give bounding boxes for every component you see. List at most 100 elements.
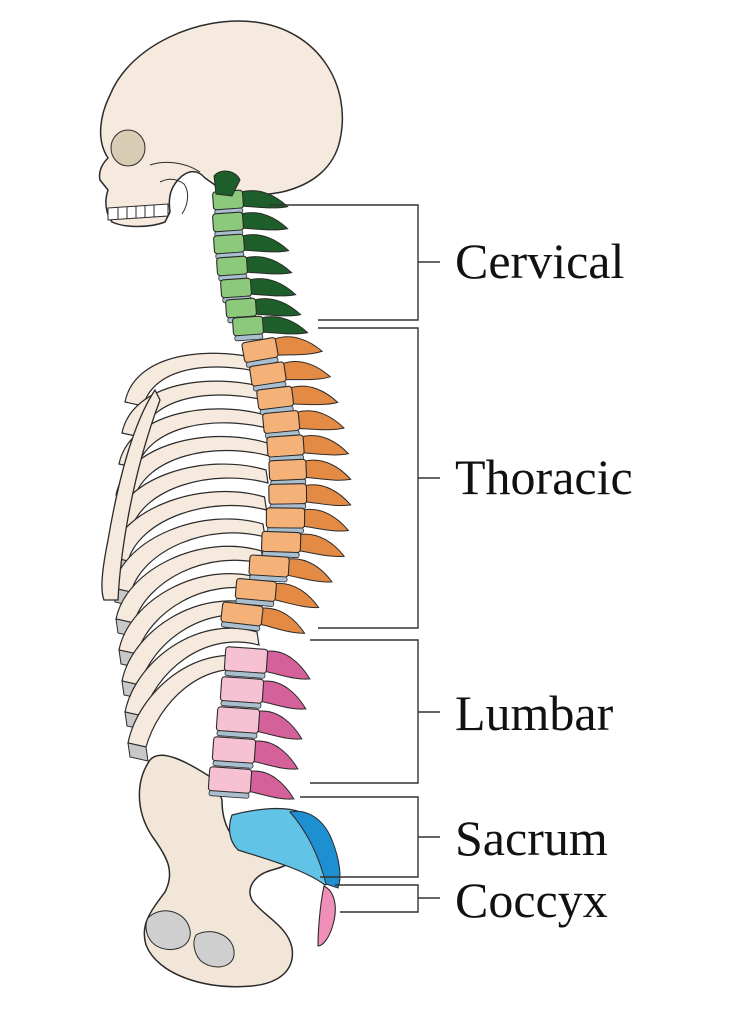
cervical-bracket: [270, 204, 440, 321]
intervertebral-disc: [220, 700, 262, 709]
intervertebral-disc: [216, 730, 258, 739]
vertebra: [260, 530, 346, 558]
vertebra: [216, 255, 293, 282]
teeth-lines: [117, 205, 155, 219]
spinous-process: [251, 740, 299, 770]
lumbar-label: Lumbar: [455, 685, 614, 741]
vertebra: [207, 766, 295, 800]
vertebra: [212, 189, 289, 216]
spinous-process: [243, 256, 293, 275]
intervertebral-disc: [212, 760, 254, 769]
cheekbone: [149, 161, 201, 173]
rib-cartilage: [127, 742, 149, 762]
vertebra: [215, 706, 303, 740]
spinous-process: [297, 533, 346, 558]
skull: [98, 20, 344, 228]
sternum: [101, 388, 161, 601]
vertebral-body: [268, 483, 308, 505]
vertebra: [213, 233, 290, 260]
spinous-process: [303, 484, 352, 507]
spinous-process: [272, 336, 324, 356]
intervertebral-disc: [220, 621, 261, 632]
vertebra: [248, 554, 333, 583]
vertebra: [268, 483, 352, 510]
spinous-process: [285, 558, 333, 583]
spinous-process: [239, 212, 289, 231]
vertebral-body: [234, 577, 277, 603]
spinous-process: [295, 410, 345, 431]
spinous-process: [281, 360, 332, 381]
vertebra: [266, 434, 350, 463]
vertebral-body: [260, 530, 302, 554]
vertebral-body: [213, 233, 245, 255]
vertebral-body: [216, 255, 248, 277]
vertebral-body: [268, 458, 308, 482]
sacrum-label: Sacrum: [455, 810, 608, 866]
vertebra: [211, 736, 299, 770]
pelvis-hollow-lower: [193, 931, 235, 968]
vertebral-body: [223, 646, 269, 674]
intervertebral-disc: [208, 790, 250, 799]
vertebra: [249, 360, 332, 392]
vertebra: [265, 507, 350, 534]
region-brackets: [270, 204, 440, 913]
vertebra: [219, 676, 307, 710]
spinous-process: [247, 278, 297, 297]
vertebra: [241, 336, 324, 368]
vertebral-body: [266, 434, 305, 458]
eye-socket: [110, 129, 146, 167]
lumbar-bracket: [310, 639, 440, 784]
vertebra: [268, 458, 352, 487]
vertebral-body: [212, 211, 244, 233]
vertebra: [256, 385, 339, 416]
vertebra: [223, 646, 311, 680]
spinous-process: [272, 582, 320, 609]
intervertebral-disc: [224, 670, 266, 679]
vertebral-body: [225, 297, 257, 319]
coccyx-bracket: [335, 884, 440, 913]
spinous-process: [255, 710, 303, 740]
vertebra: [262, 410, 345, 439]
spinous-process: [289, 385, 339, 406]
cervical-label: Cervical: [455, 233, 624, 289]
spinous-process: [252, 298, 302, 317]
spinous-process: [303, 459, 352, 481]
vertebral-body: [219, 676, 265, 704]
vertebral-column: [207, 170, 352, 947]
vertebra: [232, 315, 309, 342]
spinous-process: [259, 680, 307, 710]
spinous-process: [239, 190, 289, 209]
vertebra: [234, 577, 320, 609]
coccyx-bone: [317, 885, 336, 947]
intervertebral-disc: [234, 333, 264, 342]
coccyx-label: Coccyx: [455, 872, 608, 928]
teeth: [107, 203, 169, 221]
thoracic-label: Thoracic: [455, 449, 633, 505]
jaw-line: [159, 178, 189, 215]
spinous-process: [301, 508, 350, 532]
vertebra: [212, 211, 289, 238]
spinous-process: [247, 770, 295, 800]
sacrum-bracket: [300, 796, 440, 878]
vertebra: [220, 601, 306, 634]
vertebral-body: [248, 554, 290, 578]
vertebral-body: [207, 766, 253, 794]
spinous-process: [258, 607, 306, 634]
pelvis-hollow-upper: [145, 910, 191, 950]
vertebral-body: [232, 315, 264, 337]
thoracic-bracket: [318, 327, 440, 629]
vertebral-body: [220, 277, 252, 299]
rib: [121, 380, 274, 438]
vertebral-body: [265, 507, 306, 529]
rib: [124, 352, 275, 407]
spinous-process: [259, 316, 309, 335]
spinous-process: [300, 435, 350, 456]
atlas: [213, 170, 241, 197]
rib-cage: [101, 352, 275, 762]
spinous-process: [263, 650, 311, 680]
vertebral-body: [215, 706, 261, 734]
vertebral-body: [211, 736, 257, 764]
vertebral-body: [262, 410, 301, 434]
spinous-process: [240, 234, 290, 253]
